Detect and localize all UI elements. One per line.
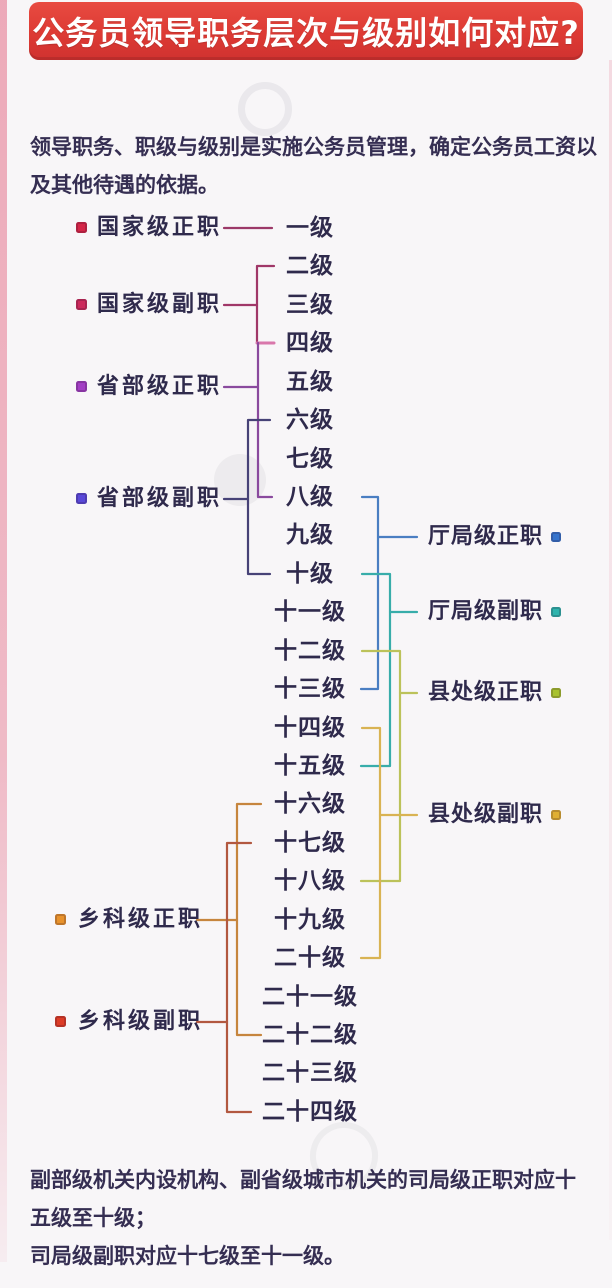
position-label-xiangke-zheng: 乡科级正职 <box>78 907 204 932</box>
xianchu-zheng-color-square <box>551 688 561 698</box>
grade-label-24: 二十四级 <box>262 1099 358 1125</box>
page-title: 公务员领导职务层次与级别如何对应? <box>32 14 580 52</box>
footer-text: 副部级机关内设机构、副省级城市机关的司局级正职对应十五级至十级； 司局级副职对应… <box>30 1161 590 1275</box>
grade-label-9: 九级 <box>286 522 334 548</box>
position-label-tingju-zheng: 厅局级正职 <box>428 524 544 549</box>
grade-label-23: 二十三级 <box>262 1060 358 1086</box>
grade-label-22: 二十二级 <box>262 1022 358 1048</box>
grade-label-21: 二十一级 <box>262 984 358 1010</box>
grade-label-19: 十九级 <box>274 907 346 933</box>
position-label-xianchu-fu: 县处级副职 <box>428 802 544 827</box>
grade-label-16: 十六级 <box>274 791 346 817</box>
grade-label-13: 十三级 <box>274 676 346 702</box>
grade-label-6: 六级 <box>286 407 334 433</box>
footer-sentence-2: 司局级副职对应十七级至十一级。 <box>30 1244 345 1268</box>
xiangke-fu-color-square <box>55 1016 66 1027</box>
tingju-zheng-color-square <box>551 532 561 542</box>
shengbu-zheng-color-square <box>76 381 87 392</box>
position-label-shengbu-zheng: 省部级正职 <box>97 374 223 399</box>
grade-label-15: 十五级 <box>274 753 346 779</box>
position-label-shengbu-fu: 省部级副职 <box>97 486 223 511</box>
guojia-zheng-color-square <box>76 222 87 233</box>
grade-label-4: 四级 <box>286 330 334 356</box>
grade-label-14: 十四级 <box>274 715 346 741</box>
position-label-xianchu-zheng: 县处级正职 <box>428 680 544 705</box>
page-border-right-accent <box>609 60 612 1240</box>
position-label-guojia-zheng: 国家级正职 <box>97 215 223 240</box>
footer-sentence-1: 副部级机关内设机构、副省级城市机关的司局级正职对应十五级至十级； <box>30 1168 576 1230</box>
tingju-fu-color-square <box>551 607 561 617</box>
xianchu-fu-color-square <box>551 810 561 820</box>
grade-label-3: 三级 <box>286 292 334 318</box>
grade-label-8: 八级 <box>286 484 334 510</box>
grade-label-20: 二十级 <box>274 945 346 971</box>
grade-label-10: 十级 <box>286 561 334 587</box>
position-label-xiangke-fu: 乡科级副职 <box>78 1009 204 1034</box>
intro-paragraph: 领导职务、职级与级别是实施公务员管理，确定公务员工资以及其他待遇的依据。 <box>30 135 597 197</box>
grade-label-1: 一级 <box>286 215 334 241</box>
xiangke-zheng-color-square <box>55 914 66 925</box>
grade-label-17: 十七级 <box>274 830 346 856</box>
grade-label-5: 五级 <box>286 369 334 395</box>
grade-label-18: 十八级 <box>274 868 346 894</box>
position-label-guojia-fu: 国家级副职 <box>97 292 223 317</box>
page-border-left-accent <box>0 0 7 1262</box>
grade-label-11: 十一级 <box>274 599 346 625</box>
guojia-fu-color-square <box>76 299 87 310</box>
title-banner: 公务员领导职务层次与级别如何对应? <box>29 2 583 60</box>
grade-label-12: 十二级 <box>274 638 346 664</box>
grade-label-7: 七级 <box>286 446 334 472</box>
position-label-tingju-fu: 厅局级副职 <box>428 599 544 624</box>
shengbu-fu-color-square <box>76 493 87 504</box>
grade-label-2: 二级 <box>286 253 334 279</box>
